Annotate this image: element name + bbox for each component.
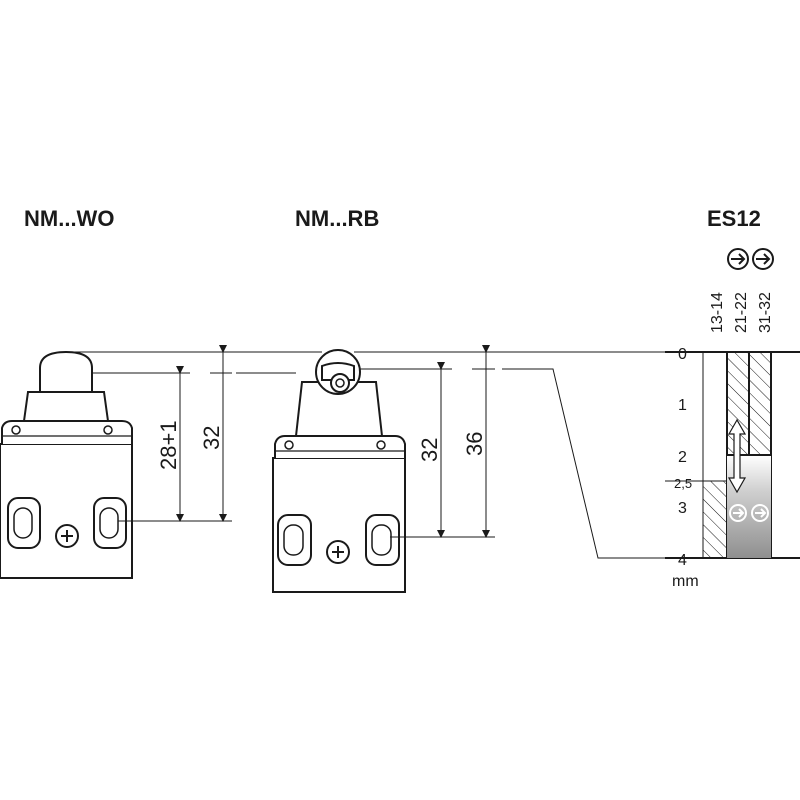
travel-diagram: 13-14 21-22 31-32 0 1 2 2,5 3 4 m (665, 248, 800, 590)
scale-2: 2 (678, 449, 687, 466)
wo-dimensions: 28+1 32 (66, 345, 232, 522)
scale-0: 0 (678, 346, 687, 363)
dim-wo-28: 28+1 (156, 420, 181, 470)
diagram-title: ES12 (707, 206, 761, 231)
rb-dimensions: 32 36 (232, 345, 495, 538)
scale-1: 1 (678, 397, 687, 414)
contact-label-21-22: 21-22 (733, 292, 750, 333)
dim-rb-32: 32 (417, 438, 442, 462)
dim-rb-36: 36 (462, 432, 487, 456)
model-title-rb: NM...RB (295, 206, 379, 231)
unit-label: mm (672, 573, 699, 590)
scale-3: 3 (678, 500, 687, 517)
contact-label-13-14: 13-14 (709, 292, 726, 333)
scale-2-5: 2,5 (674, 476, 692, 491)
model-title-wo: NM...WO (24, 206, 114, 231)
switch-rb (272, 349, 406, 593)
switch-wo (0, 350, 133, 579)
contact-label-31-32: 31-32 (757, 292, 774, 333)
scale-4: 4 (678, 552, 687, 569)
dim-wo-32: 32 (199, 426, 224, 450)
